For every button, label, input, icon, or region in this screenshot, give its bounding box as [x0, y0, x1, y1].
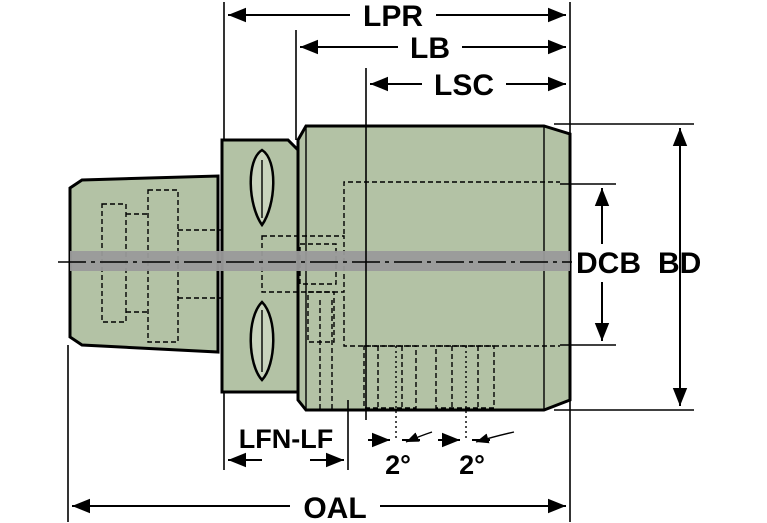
bore-band: [70, 251, 570, 271]
label-dcb: DCB: [576, 247, 641, 280]
label-bd: BD: [658, 247, 701, 280]
dimension-arrows: [72, 7, 688, 514]
label-angle-right: 2°: [459, 450, 485, 480]
dimension-labels: LPR LB LSC DCB BD LFN-LF 2° 2° OAL: [239, 0, 702, 523]
label-lb: LB: [410, 32, 450, 65]
label-oal: OAL: [303, 492, 366, 523]
extension-lines: [67, 2, 694, 522]
label-lsc: LSC: [434, 69, 494, 102]
label-lfn-lf: LFN-LF: [239, 424, 333, 454]
label-angle-left: 2°: [385, 450, 411, 480]
label-lpr: LPR: [363, 0, 423, 33]
